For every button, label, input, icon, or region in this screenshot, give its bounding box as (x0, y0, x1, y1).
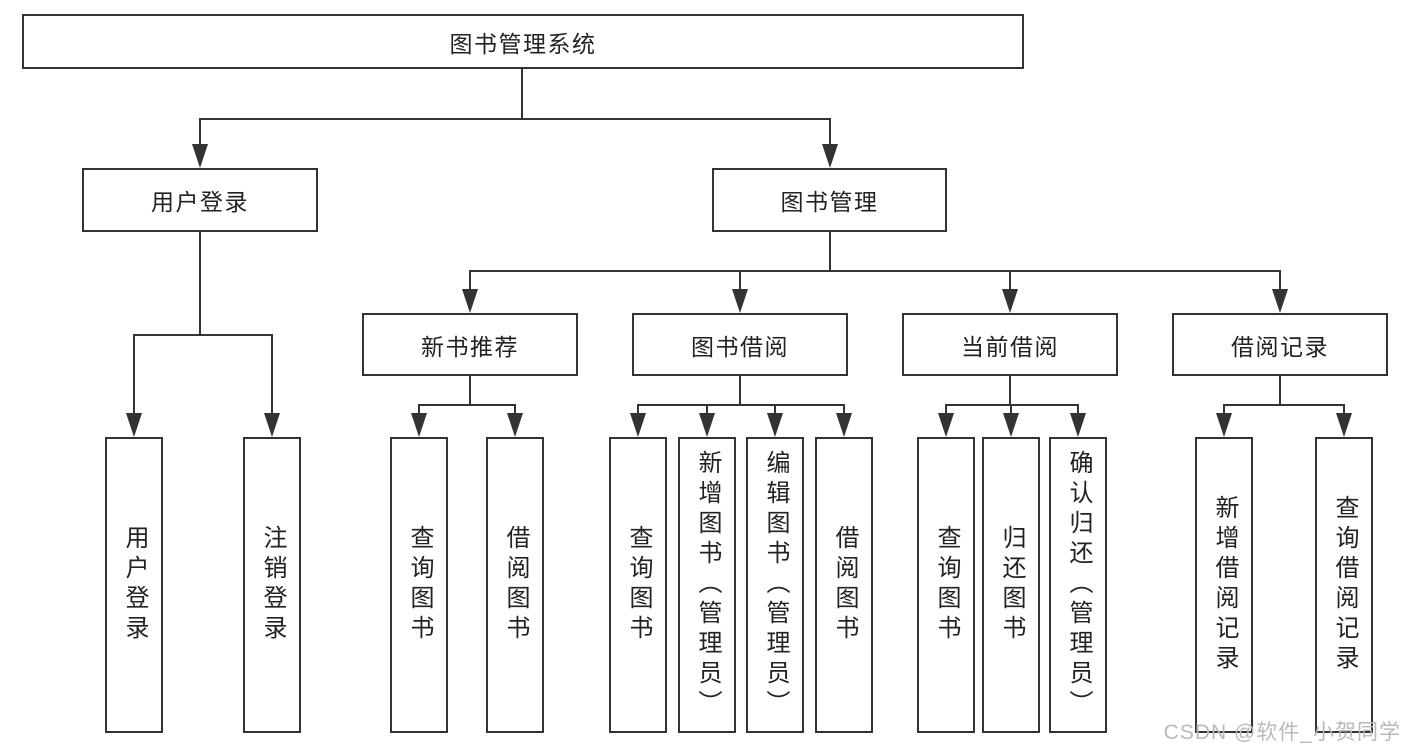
leaf-add-borrow-record-label: 新增借阅记录 (1211, 495, 1238, 675)
leaf-query-books-recommend: 查询图书 (390, 437, 448, 733)
connector-user-login-hline (133, 334, 273, 336)
arrow-down-icon (938, 413, 954, 437)
leaf-query-borrow-record: 查询借阅记录 (1315, 437, 1373, 733)
connector-book-management-stem-line (829, 232, 831, 272)
leaf-borrow-books-label: 借阅图书 (831, 525, 858, 645)
connector-new-book-hline (418, 404, 516, 406)
connector-new-book-stem-line (469, 376, 471, 406)
connector-drop-line (1223, 404, 1225, 415)
node-book-borrow-label: 图书借阅 (691, 333, 789, 360)
leaf-confirm-return-admin-label: 确认归还（管理员） (1065, 450, 1092, 720)
node-current-borrow-label: 当前借阅 (961, 333, 1059, 360)
connector-drop-line (945, 404, 947, 415)
leaf-query-books-recommend-label: 查询图书 (406, 525, 433, 645)
connector-drop-line (1343, 404, 1345, 415)
leaf-query-borrow-record-label: 查询借阅记录 (1331, 495, 1358, 675)
connector-drop-line (133, 334, 135, 415)
arrow-down-icon (699, 413, 715, 437)
arrow-down-icon (1272, 289, 1288, 313)
leaf-borrow-books-recommend: 借阅图书 (486, 437, 544, 733)
node-borrow-records: 借阅记录 (1172, 313, 1388, 376)
leaf-query-books-current-label: 查询图书 (933, 525, 960, 645)
connector-drop-line (774, 404, 776, 415)
node-book-management: 图书管理 (712, 168, 947, 232)
node-root: 图书管理系统 (22, 14, 1024, 69)
arrow-down-icon (126, 413, 142, 437)
node-book-management-label: 图书管理 (780, 189, 879, 215)
leaf-add-borrow-record: 新增借阅记录 (1195, 437, 1253, 733)
leaf-confirm-return-admin: 确认归还（管理员） (1049, 437, 1107, 733)
leaf-return-books-label: 归还图书 (998, 525, 1025, 645)
node-root-label: 图书管理系统 (449, 30, 597, 57)
node-new-book-recommend-label: 新书推荐 (421, 333, 519, 360)
connector-drop-line (637, 404, 639, 415)
connector-drop-line (418, 404, 420, 415)
connector-drop-line (1009, 270, 1011, 291)
node-borrow-records-label: 借阅记录 (1231, 333, 1329, 360)
connector-root-stem-line (521, 67, 523, 119)
connector-drop-line (514, 404, 516, 415)
leaf-user-login: 用户登录 (105, 437, 163, 733)
arrow-down-icon (1002, 289, 1018, 313)
node-user-login: 用户登录 (82, 168, 318, 232)
connector-drop-line (829, 118, 831, 146)
connector-current-borrow-hline (945, 404, 1079, 406)
arrow-down-icon (836, 413, 852, 437)
leaf-logout-login-label: 注销登录 (259, 525, 286, 645)
connector-borrow-records-hline (1223, 404, 1345, 406)
connector-book-borrow-stem-line (739, 376, 741, 406)
leaf-borrow-books: 借阅图书 (815, 437, 873, 733)
connector-current-borrow-stem-line (1009, 376, 1011, 406)
connector-user-login-stem-line (199, 232, 201, 336)
connector-drop-line (1077, 404, 1079, 415)
arrow-down-icon (822, 144, 838, 168)
leaf-return-books: 归还图书 (982, 437, 1040, 733)
leaf-query-books-borrow-label: 查询图书 (625, 525, 652, 645)
arrow-down-icon (192, 144, 208, 168)
arrow-down-icon (1070, 413, 1086, 437)
node-current-borrow: 当前借阅 (902, 313, 1118, 376)
connector-root-hline (199, 118, 831, 120)
connector-book-borrow-hline (637, 404, 845, 406)
connector-drop-line (843, 404, 845, 415)
arrow-down-icon (462, 289, 478, 313)
leaf-add-books-admin-label: 新增图书（管理员） (694, 450, 721, 720)
connector-borrow-records-stem-line (1279, 376, 1281, 406)
csdn-watermark: CSDN @软件_小贺同学 (1163, 721, 1401, 744)
connector-drop-line (739, 270, 741, 291)
connector-drop-line (199, 118, 201, 146)
connector-drop-line (1279, 270, 1281, 291)
leaf-edit-books-admin-label: 编辑图书（管理员） (762, 450, 789, 720)
leaf-user-login-label: 用户登录 (121, 525, 148, 645)
arrow-down-icon (1336, 413, 1352, 437)
connector-drop-line (469, 270, 471, 291)
arrow-down-icon (1003, 413, 1019, 437)
connector-drop-line (1010, 404, 1012, 415)
arrow-down-icon (767, 413, 783, 437)
arrow-down-icon (732, 289, 748, 313)
node-book-borrow: 图书借阅 (632, 313, 848, 376)
connector-book-management-hline (469, 270, 1281, 272)
leaf-add-books-admin: 新增图书（管理员） (678, 437, 736, 733)
arrow-down-icon (507, 413, 523, 437)
connector-drop-line (706, 404, 708, 415)
leaf-edit-books-admin: 编辑图书（管理员） (746, 437, 804, 733)
leaf-borrow-books-recommend-label: 借阅图书 (502, 525, 529, 645)
node-new-book-recommend: 新书推荐 (362, 313, 578, 376)
arrow-down-icon (264, 413, 280, 437)
leaf-logout-login: 注销登录 (243, 437, 301, 733)
node-user-login-label: 用户登录 (151, 189, 249, 215)
leaf-query-books-borrow: 查询图书 (609, 437, 667, 733)
leaf-query-books-current: 查询图书 (917, 437, 975, 733)
arrow-down-icon (630, 413, 646, 437)
arrow-down-icon (411, 413, 427, 437)
connector-drop-line (271, 334, 273, 415)
arrow-down-icon (1216, 413, 1232, 437)
